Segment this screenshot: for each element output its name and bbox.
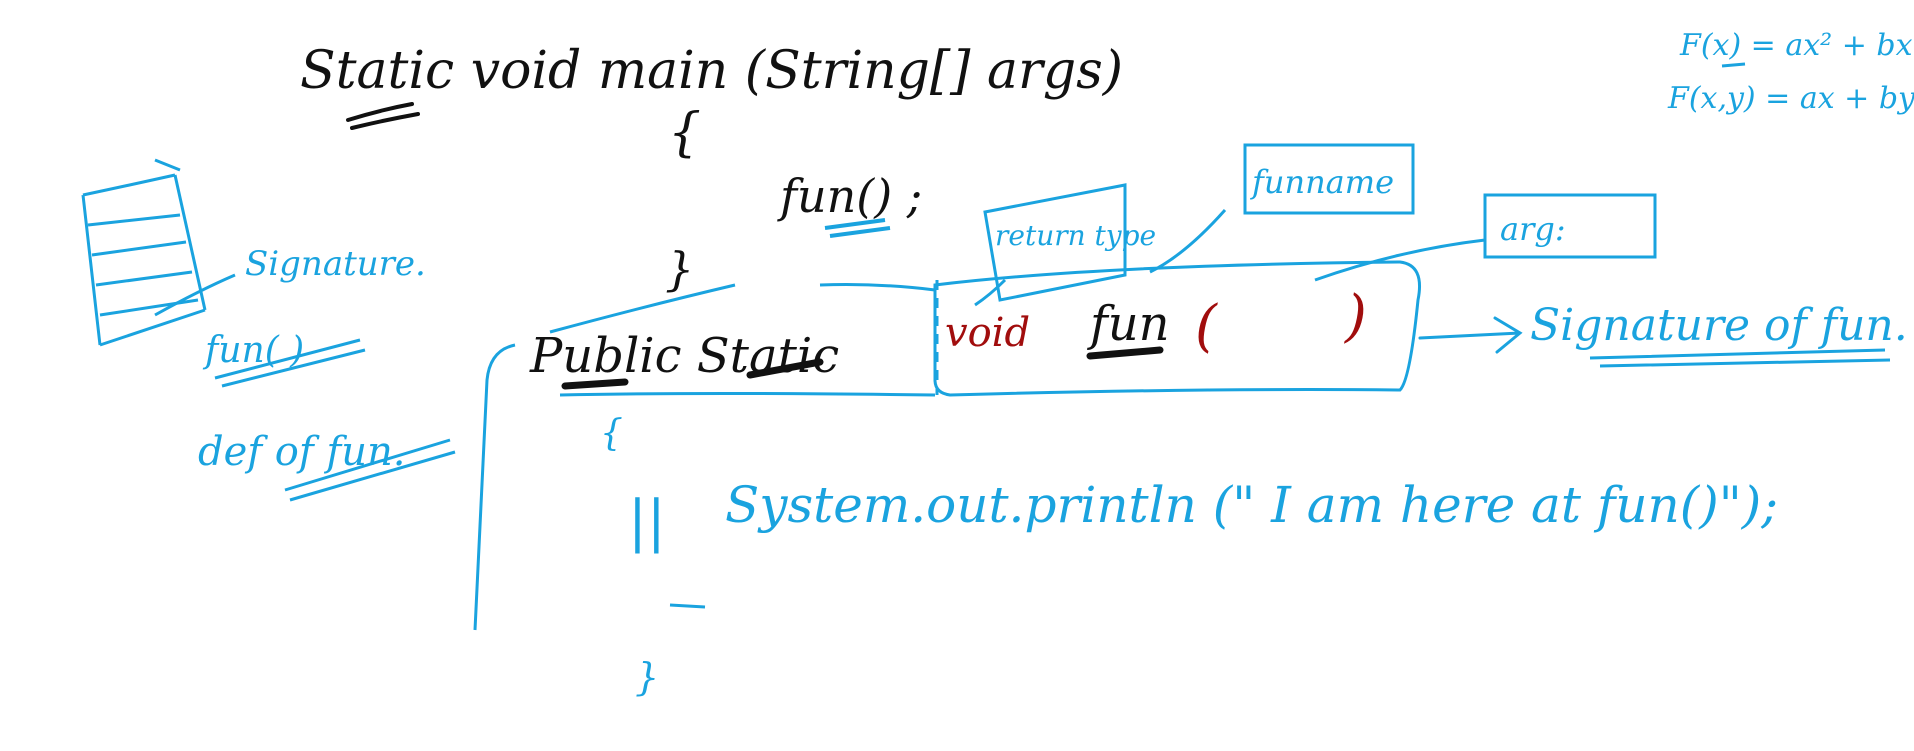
def-of-fun-label: def of fun. (198, 429, 405, 475)
fun-call-note-underline (214, 338, 366, 388)
signature-of-fun-label: Signature of fun. (1530, 300, 1908, 351)
public-underline (561, 378, 629, 390)
body-comment-marks: || (628, 489, 666, 554)
formula-two: F(x,y) = ax + by (1667, 81, 1914, 116)
body-close-brace: } (635, 655, 659, 699)
fun-call-text: fun() ; (777, 169, 922, 223)
formula-one-underline (1721, 62, 1746, 68)
print-statement-text: System.out.println (" I am here at fun()… (725, 476, 1778, 534)
main-open-brace: { (668, 103, 701, 163)
arg-box (1483, 193, 1657, 259)
def-of-fun-underline (284, 438, 456, 502)
return-type-box (983, 183, 1127, 302)
signature-of-fun-underline (1589, 348, 1891, 368)
stack-sketch (81, 158, 207, 347)
fun-close-paren: ) (1344, 284, 1367, 349)
fun-name-underline (1086, 346, 1164, 360)
funname-connector (1149, 209, 1227, 274)
body-open-brace: { (600, 413, 623, 454)
stack-pointer-line (154, 273, 236, 317)
funname-label: funname (1250, 163, 1394, 201)
static-underline (346, 102, 420, 130)
return-type-connector (974, 278, 1007, 307)
fun-call-underline (824, 218, 891, 238)
arg-connector (1314, 238, 1486, 282)
return-type-label: return type (995, 219, 1156, 252)
signature-label: Signature. (245, 244, 426, 284)
modifier-bracket (549, 283, 936, 334)
body-pointer-mark (669, 603, 706, 609)
fun-return-type-text: void (945, 310, 1030, 356)
formula-one: F(x) = ax² + bx + c (1679, 28, 1914, 63)
body-left-bracket (473, 343, 936, 631)
fun-modifiers-text: Public Static (529, 328, 839, 384)
signature-box (933, 260, 1421, 397)
main-close-brace: } (665, 242, 694, 296)
funname-box (1243, 143, 1415, 215)
fun-name-text: fun (1087, 296, 1170, 352)
main-signature-text: Static void main (String[] args) (300, 41, 1123, 101)
fun-open-paren: ( (1195, 294, 1218, 359)
signature-arrow (1418, 316, 1523, 354)
fun-call-note: fun( ) (202, 330, 304, 371)
static-def-underline (746, 358, 824, 379)
arg-label: arg: (1500, 210, 1566, 248)
